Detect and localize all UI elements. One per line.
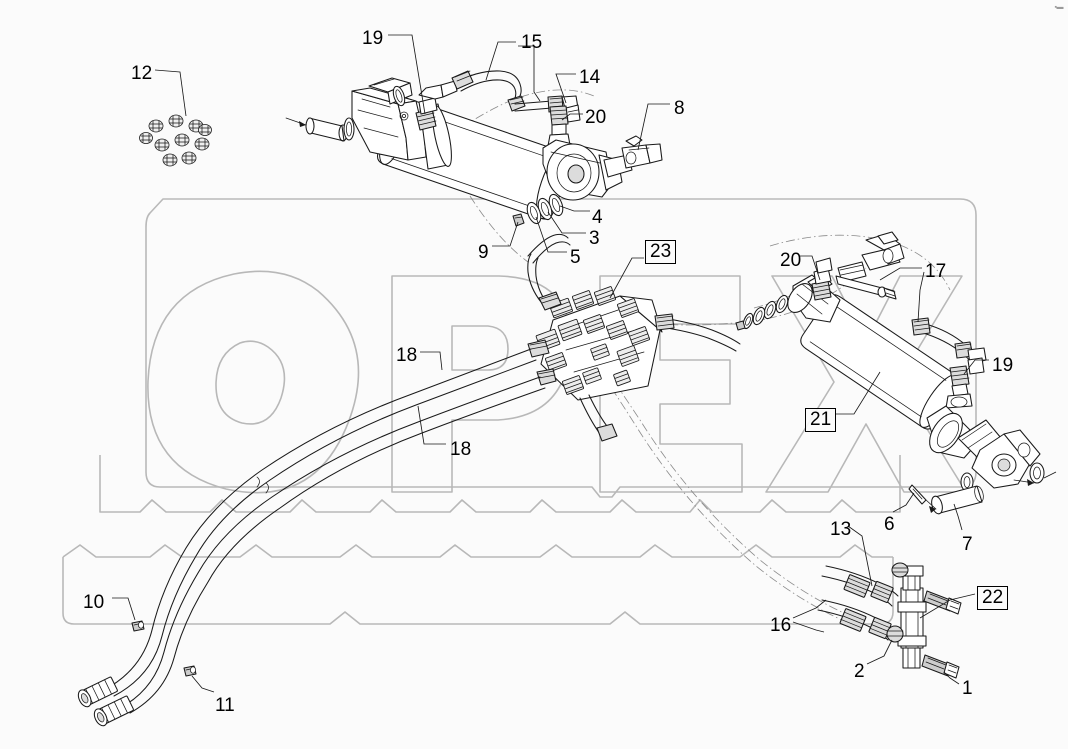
part-20-adapter-right [811, 257, 833, 301]
rear-pin-and-washer [285, 85, 406, 142]
callout-6: 6 [884, 514, 895, 535]
callout-10: 10 [83, 592, 105, 613]
upper-bolt [923, 590, 962, 615]
part-22-lower-manifold [817, 562, 962, 679]
callout-12: 12 [131, 63, 153, 84]
callout-4: 4 [592, 207, 603, 228]
part-17-hose-pair [911, 317, 987, 375]
corner-mark: ▪▬ [1054, 4, 1064, 11]
callout-5: 5 [570, 247, 581, 268]
callout-22: 22 [977, 586, 1009, 610]
top-cylinder-assembly [285, 70, 663, 264]
callout-17: 17 [925, 261, 947, 282]
part-18-long-hose-pair [77, 348, 546, 727]
part-19-adapter-top [415, 80, 458, 131]
callout-8: 8 [674, 98, 685, 119]
callout-20-right: 20 [780, 250, 802, 271]
callout-20-top: 20 [585, 107, 607, 128]
right-upper-fittings [835, 231, 905, 300]
callout-1: 1 [962, 678, 973, 699]
callout-3: 3 [589, 228, 600, 249]
part-12-bolt-cluster [139, 114, 212, 167]
callout-19-right: 19 [992, 355, 1014, 376]
callout-7: 7 [962, 534, 973, 555]
part-6-cotter-pin [908, 484, 937, 513]
callout-21: 21 [805, 408, 837, 432]
callout-19-top: 19 [362, 28, 384, 49]
part-15-hose-top [451, 70, 526, 112]
callout-18-lower: 18 [450, 439, 472, 460]
callout-16: 16 [770, 615, 792, 636]
callout-11: 11 [215, 695, 235, 716]
callout-13: 13 [830, 519, 852, 540]
callout-18-upper: 18 [396, 345, 418, 366]
callout-2: 2 [854, 661, 865, 682]
part-19-adapter-right [945, 365, 973, 409]
part-11-clip [183, 665, 197, 677]
leader-lines [112, 34, 1057, 693]
callout-9: 9 [478, 242, 489, 263]
part-8-fitting [603, 135, 663, 178]
callout-15: 15 [521, 32, 543, 53]
part-21-right-cylinder-assembly [735, 231, 1045, 515]
callout-14: 14 [579, 67, 601, 88]
right-rod-clevis [957, 419, 1041, 489]
washers-3-4-5 [512, 193, 564, 227]
part-10-clip [131, 620, 145, 632]
part-16-hose-pair [817, 565, 904, 643]
callout-23: 23 [645, 240, 677, 264]
part-23-valve-block [527, 253, 741, 442]
